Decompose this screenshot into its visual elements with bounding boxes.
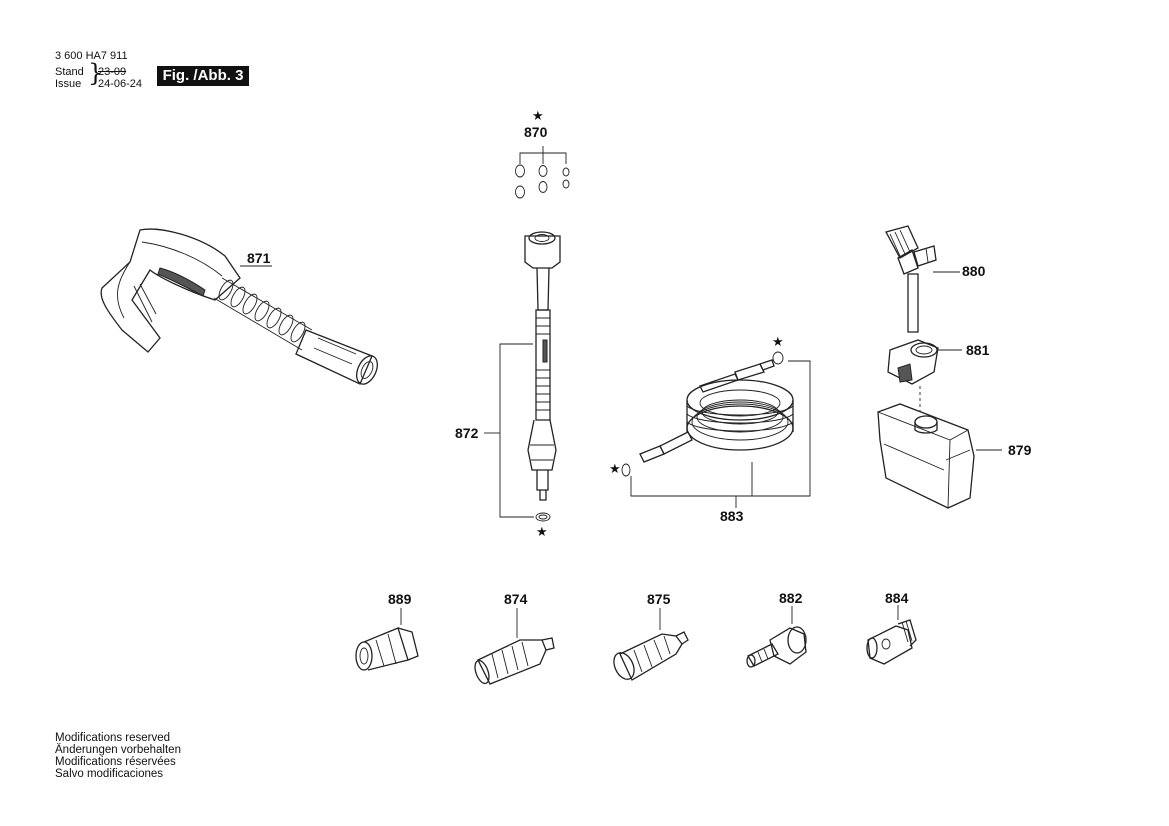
- detergent-tank-879-illustration: [877, 403, 1002, 509]
- callout-871: 871: [247, 250, 271, 266]
- nozzle-874-illustration: [474, 608, 555, 685]
- figure-label-badge: Fig. /Abb. 3: [157, 66, 249, 86]
- callout-870: 870: [524, 124, 548, 140]
- callout-872: 872: [455, 425, 479, 441]
- lance-872-illustration: [484, 231, 561, 522]
- modifications-notice: Modifications reserved Änderungen vorbeh…: [55, 732, 181, 780]
- callout-881: 881: [966, 342, 990, 358]
- callout-874: 874: [504, 591, 528, 607]
- callout-879: 879: [1008, 442, 1032, 458]
- notice-german: Änderungen vorbehalten: [55, 744, 181, 756]
- nozzle-889-illustration: [355, 608, 419, 671]
- callout-883: 883: [720, 508, 744, 524]
- star-marker-870: ★: [532, 108, 544, 123]
- star-marker-883-right: ★: [772, 334, 784, 349]
- notice-spanish: Salvo modificaciones: [55, 768, 164, 780]
- stand-date: 23-09: [98, 66, 127, 78]
- callout-880: 880: [962, 263, 986, 279]
- notice-english: Modifications reserved: [55, 732, 171, 744]
- hose-883-illustration: [621, 351, 811, 508]
- document-number: 3 600 HA7 911: [55, 50, 128, 62]
- nozzle-875-illustration: [613, 608, 689, 681]
- spray-gun-871-illustration: [100, 228, 378, 385]
- detergent-suction-880-illustration: [885, 225, 960, 333]
- issue-date: 24-06-24: [98, 78, 143, 90]
- callout-889: 889: [388, 591, 412, 607]
- issue-label: Issue: [55, 78, 82, 90]
- brace-symbol: }: [88, 59, 104, 87]
- star-marker-872: ★: [536, 524, 548, 539]
- coupling-884-illustration: [866, 605, 917, 665]
- notice-french: Modifications réservées: [55, 756, 176, 768]
- callout-875: 875: [647, 591, 671, 607]
- callout-882: 882: [779, 590, 803, 606]
- callout-884: 884: [885, 590, 909, 606]
- star-marker-883-left: ★: [609, 461, 621, 476]
- stand-label: Stand: [55, 66, 84, 78]
- o-ring-set-870-illustration: [515, 146, 570, 199]
- lid-881-illustration: [887, 339, 962, 412]
- adapter-882-illustration: [746, 606, 807, 668]
